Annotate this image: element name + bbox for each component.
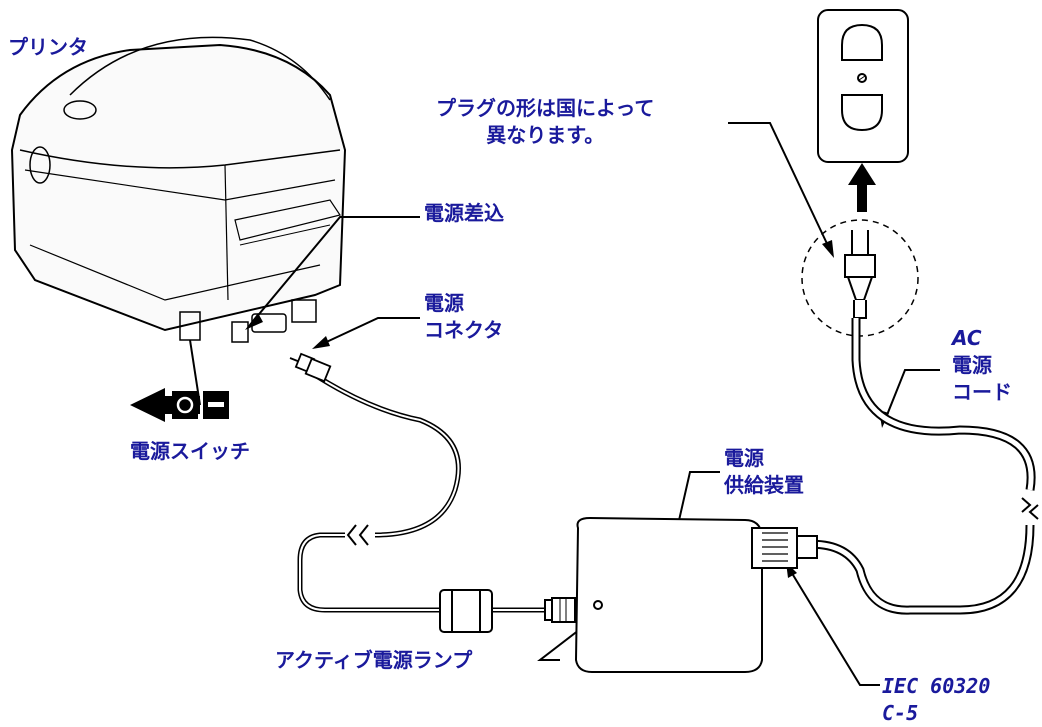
switch-on-symbol (208, 402, 224, 407)
ferrite-bead (439, 589, 493, 633)
cable-breaks (346, 497, 1039, 546)
printer-illustration (10, 36, 347, 406)
ac-plug (844, 230, 876, 319)
power-connector-label: 電源 コネクタ (424, 291, 504, 342)
power-inlet-label: 電源差込 (424, 201, 504, 225)
power-switch-label: 電源スイッチ (130, 439, 250, 463)
power-supply-label: 電源 供給装置 (724, 446, 804, 497)
switch-off-box (172, 391, 198, 419)
ac-power-cord-label: AC 電源 コード (952, 326, 1012, 404)
wall-outlet (817, 9, 909, 163)
dc-plug (289, 352, 332, 383)
switch-off-symbol (176, 396, 194, 414)
cables (297, 318, 1036, 615)
leader-lines (249, 122, 940, 686)
printer-label: プリンタ (8, 35, 88, 59)
insert-arrow (848, 163, 876, 212)
active-power-lamp-label: アクティブ電源ランプ (275, 648, 473, 672)
plug-note-label: プラグの形は国によって 異なります。 (436, 96, 655, 147)
power-supply-brick (544, 516, 818, 673)
iec-connector-label: IEC 60320 C-5 (882, 674, 991, 725)
